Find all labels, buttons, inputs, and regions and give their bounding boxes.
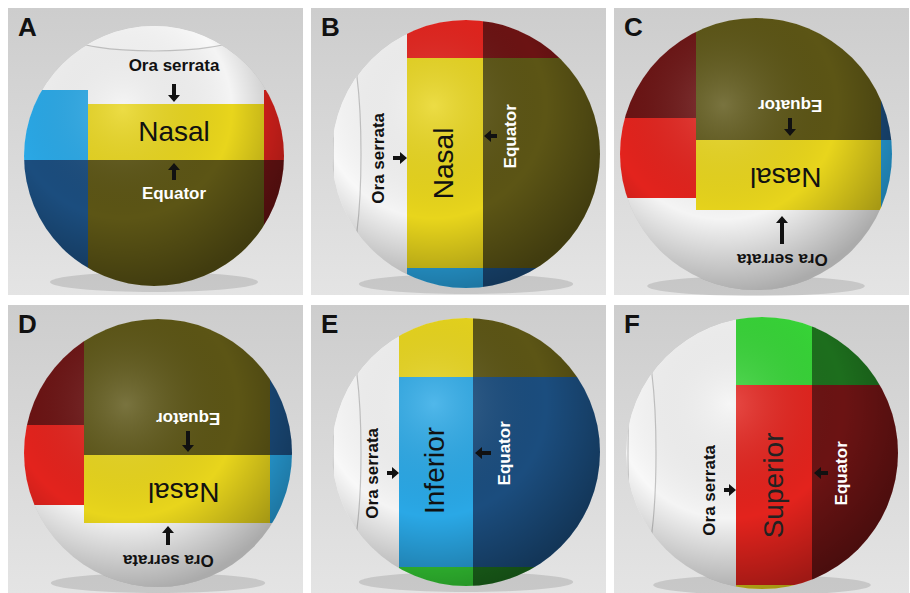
panel-letter: C: [614, 8, 654, 42]
globe-band: Ora serrata: [699, 440, 722, 541]
globe-band: Equator: [137, 183, 211, 206]
panel-ground: [311, 305, 613, 593]
region-label: Ora serrata: [701, 445, 720, 536]
region-label: Inferior: [421, 426, 452, 513]
pointer-arrow: [484, 130, 497, 142]
figure-panel: F Ora serrata Superior Equator: [614, 305, 909, 593]
pointer-arrow: [168, 84, 180, 102]
pointer-arrow: [814, 467, 828, 479]
region-label: Nasal: [138, 117, 210, 148]
globe-band: Equator: [500, 99, 523, 173]
globe-base: [332, 20, 600, 288]
globe-band: Ora serrata: [118, 548, 219, 571]
region-label: Equator: [758, 95, 822, 114]
panel-letter: A: [8, 8, 48, 42]
globe-band: Ora serrata: [124, 55, 225, 78]
region-label: Equator: [833, 441, 852, 505]
globe-band: Nasal: [428, 122, 463, 204]
globe-band: Nasal: [143, 474, 225, 509]
panel-background: [614, 8, 909, 295]
pointer-arrow: [475, 447, 491, 459]
figure-panel: E Ora serrata Inferior Equator: [311, 305, 606, 593]
globe-shading: [332, 318, 600, 586]
globe-base: [626, 317, 898, 589]
globe-band: Equator: [753, 93, 827, 116]
pointer-arrow: [168, 163, 180, 180]
globe-band: Ora serrata: [362, 423, 385, 524]
globe: [332, 8, 623, 308]
globe-band: Equator: [831, 436, 854, 510]
region-label: Equator: [496, 421, 515, 485]
globe-shading: [24, 319, 292, 587]
globe: [626, 305, 910, 593]
globe: [8, 305, 310, 587]
pointer-arrow: [776, 216, 788, 244]
region-label: Nasal: [430, 127, 461, 199]
globe: [8, 25, 314, 310]
globe: [614, 8, 910, 290]
region-label: Ora serrata: [364, 428, 383, 519]
panel-ground: [8, 305, 310, 593]
globe-band: Equator: [151, 406, 225, 429]
pointer-arrow: [182, 431, 194, 452]
region-label: Nasal: [750, 161, 822, 192]
panel-ground: [614, 305, 910, 593]
panel-letter: D: [8, 305, 48, 339]
globe-shading: [24, 26, 284, 286]
panel-background: [614, 305, 909, 593]
figure-panel: A Ora serrataNasalEquator: [8, 8, 303, 295]
globe-shading: [332, 20, 600, 288]
globe-band: Superior: [757, 427, 792, 543]
pointer-arrow: [724, 484, 736, 496]
globe-base: [24, 26, 284, 286]
panel-letter: E: [311, 305, 351, 339]
region-label: Equator: [142, 185, 206, 204]
region-label: Ora serrata: [123, 550, 214, 569]
panel-background: [311, 305, 606, 593]
figure-panel: C EquatorNasalOra serrata: [614, 8, 909, 295]
pointer-arrow: [162, 526, 174, 545]
region-label: Ora serrata: [370, 113, 389, 204]
globe-base: [24, 319, 292, 587]
region-label: Ora serrata: [737, 249, 828, 268]
panel-ground: [614, 8, 910, 296]
globe-band: Inferior: [419, 422, 454, 519]
panel-letter: B: [311, 8, 351, 42]
panel-ground: [311, 8, 623, 308]
globe-band: Nasal: [133, 115, 215, 150]
globe-base: [620, 18, 892, 290]
globe-shading: [626, 317, 898, 589]
figure-panel: B Ora serrata Nasal Equator: [311, 8, 606, 295]
panel-letter: F: [614, 305, 654, 339]
panel-background: [8, 305, 303, 593]
figure-panel: D EquatorNasalOra serrata: [8, 305, 303, 593]
region-label: Nasal: [148, 476, 220, 507]
panel-background: [311, 8, 606, 295]
globe-band: Equator: [494, 416, 517, 490]
pointer-arrow: [387, 467, 399, 479]
globe: [332, 305, 613, 593]
globe-band: Ora serrata: [368, 108, 391, 209]
globe-base: [332, 318, 600, 586]
pointer-arrow: [784, 118, 796, 136]
region-label: Ora serrata: [129, 57, 220, 76]
region-label: Equator: [502, 104, 521, 168]
region-label: Superior: [759, 432, 790, 538]
panel-ground: [8, 8, 314, 310]
globe-band: Ora serrata: [732, 247, 833, 270]
pointer-arrow: [393, 152, 407, 164]
panel-background: [8, 8, 303, 295]
globe-band: Nasal: [745, 159, 827, 194]
region-label: Equator: [156, 408, 220, 427]
globe-shading: [620, 18, 892, 290]
